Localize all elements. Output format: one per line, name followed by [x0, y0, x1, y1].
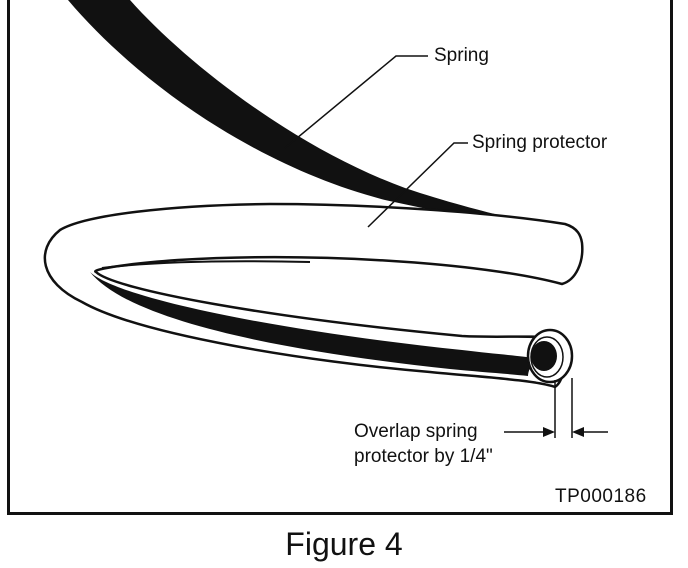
label-overlap-line2: protector by 1/4"	[354, 446, 493, 467]
figure-code: TP000186	[555, 486, 647, 507]
spring-band-lower	[90, 272, 534, 376]
label-overlap-line1: Overlap spring	[354, 421, 478, 442]
spring-band-upper	[68, 0, 525, 222]
spring-protector-tube	[43, 202, 584, 389]
diagram-frame: Spring Spring protector Overlap spring p…	[7, 0, 673, 515]
figure-caption: Figure 4	[285, 526, 403, 562]
label-spring-protector: Spring protector	[472, 132, 608, 153]
label-spring: Spring	[434, 45, 489, 66]
spring-end-section	[531, 341, 557, 371]
spring-illustration	[43, 0, 608, 438]
